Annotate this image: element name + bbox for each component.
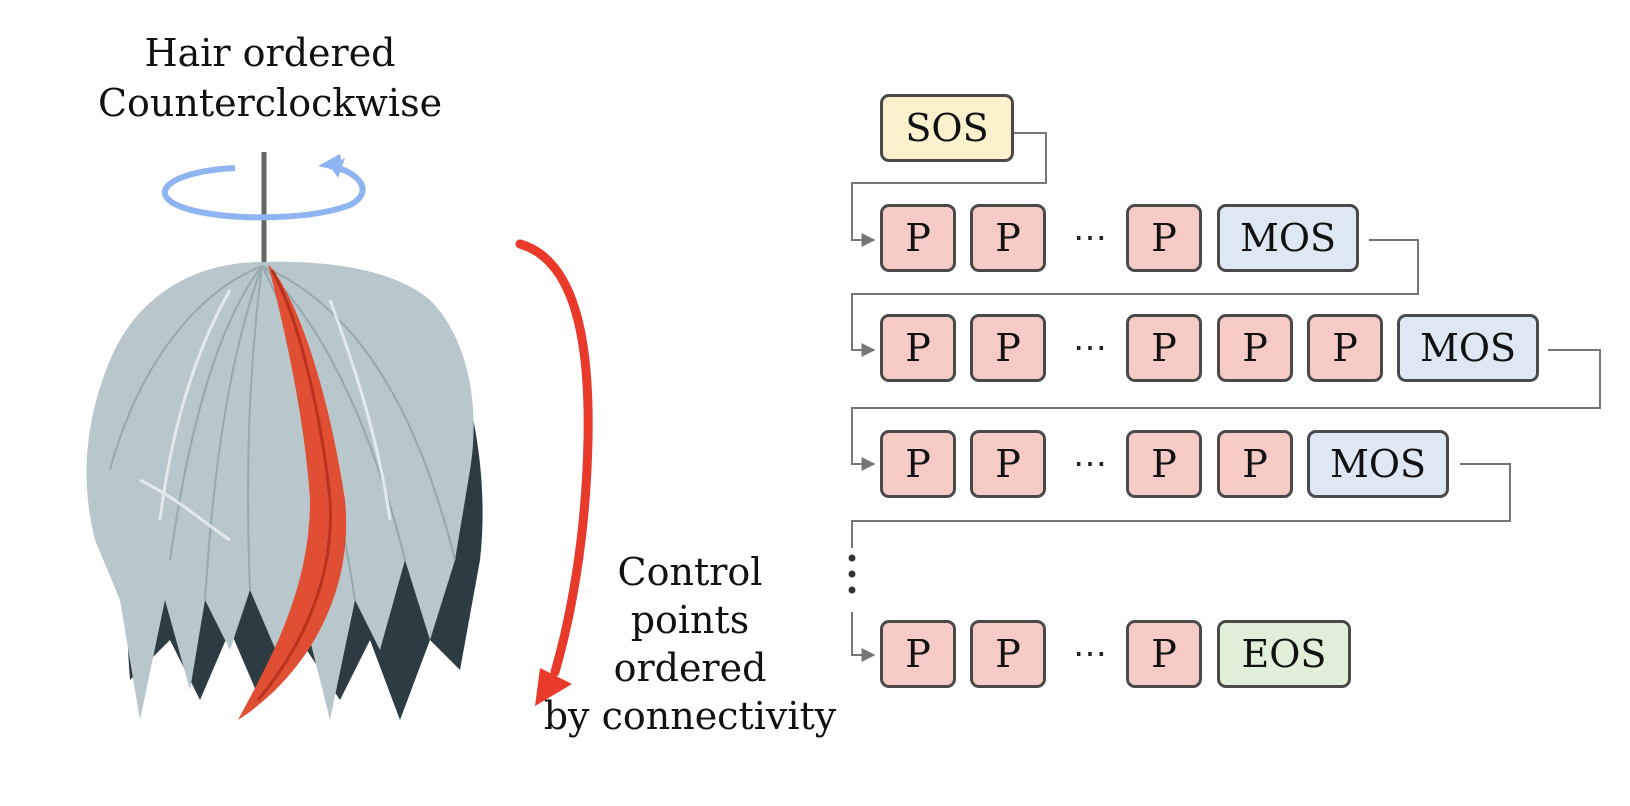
point-token: P bbox=[1217, 430, 1293, 498]
point-token: P bbox=[880, 620, 956, 688]
caption-line: Control bbox=[617, 550, 763, 594]
point-token: P bbox=[1307, 314, 1383, 382]
caption-hair-ordering: Hair ordered Counterclockwise bbox=[60, 28, 480, 128]
ellipsis: ⋯ bbox=[1073, 634, 1107, 674]
hair-illustration bbox=[86, 261, 483, 720]
caption-line: Counterclockwise bbox=[97, 81, 443, 125]
token-connectors bbox=[851, 132, 1601, 662]
point-token: P bbox=[880, 204, 956, 272]
vertical-ellipsis bbox=[848, 554, 856, 594]
caption-line: points bbox=[630, 598, 750, 642]
sos-token: SOS bbox=[880, 94, 1014, 162]
counterclockwise-rotation-icon bbox=[161, 152, 366, 262]
mos-token: MOS bbox=[1307, 430, 1449, 498]
mos-token: MOS bbox=[1397, 314, 1539, 382]
point-token: P bbox=[880, 314, 956, 382]
caption-line: by connectivity bbox=[543, 694, 837, 738]
caption-line: ordered bbox=[613, 646, 767, 690]
point-token: P bbox=[970, 314, 1046, 382]
mos-token: MOS bbox=[1217, 204, 1359, 272]
caption-line: Hair ordered bbox=[144, 31, 396, 75]
point-token: P bbox=[1217, 314, 1293, 382]
point-token: P bbox=[1126, 314, 1202, 382]
ellipsis: ⋯ bbox=[1073, 328, 1107, 368]
caption-control-point-ordering: Control points ordered by connectivity bbox=[520, 548, 860, 740]
eos-token: EOS bbox=[1217, 620, 1351, 688]
point-token: P bbox=[1126, 204, 1202, 272]
point-token: P bbox=[880, 430, 956, 498]
ellipsis: ⋯ bbox=[1073, 444, 1107, 484]
point-token: P bbox=[970, 204, 1046, 272]
point-token: P bbox=[970, 620, 1046, 688]
point-token: P bbox=[970, 430, 1046, 498]
downward-curved-arrow-icon bbox=[515, 239, 593, 706]
point-token: P bbox=[1126, 620, 1202, 688]
ellipsis: ⋯ bbox=[1073, 218, 1107, 258]
point-token: P bbox=[1126, 430, 1202, 498]
